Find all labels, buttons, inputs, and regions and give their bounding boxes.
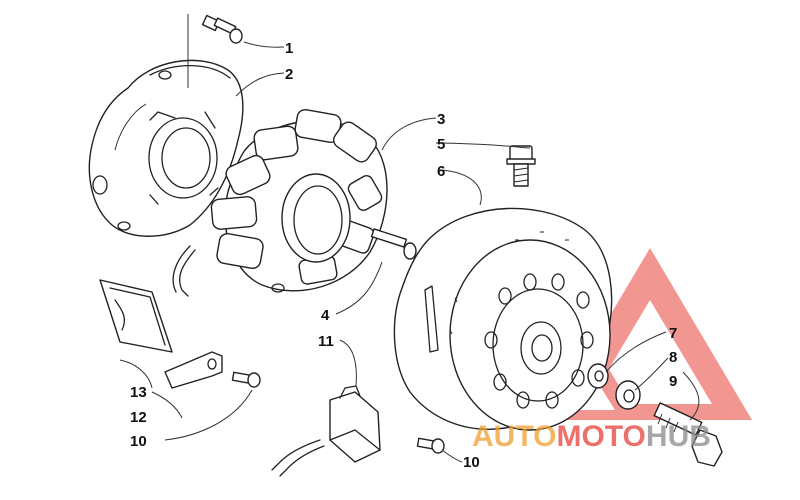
leader-lines [119,41,700,463]
callout-11: 11 [318,333,334,350]
callout-13: 13 [130,384,147,401]
callout-9: 9 [669,373,677,390]
washer-part-8 [615,380,641,410]
callout-1: 1 [285,40,293,57]
stator-wire [179,249,196,297]
bolt-part-1 [201,14,243,44]
pad-part-13 [99,279,173,353]
pickup-coil-part-11 [271,385,381,477]
callout-4: 4 [321,307,330,324]
callout-3: 3 [437,111,445,128]
bracket-part-12 [164,351,223,389]
bolt-part-4 [370,228,417,260]
flywheel-part [393,207,613,431]
stator-cover-part [88,59,244,237]
callout-6: 6 [437,163,445,180]
callout-5: 5 [437,136,445,153]
watermark-text-hub: HUB [646,420,711,453]
logo-triangle-inner [588,300,712,404]
callout-12: 12 [130,409,147,426]
watermark-text: AUTOMOTOHUB [472,420,711,453]
callout-10-right: 10 [463,454,480,471]
stator-coils [210,108,383,285]
screw-part-10-left [231,371,261,388]
bolt-part-9 [653,402,723,467]
watermark-text-moto: MOTO [556,420,645,453]
washer-part-7 [587,363,609,389]
screw-part-10-right [416,437,445,454]
flywheel-holes [484,273,594,409]
callout-8: 8 [669,349,677,366]
callout-labels: 1 2 3 4 5 6 7 8 9 10 10 11 12 13 [130,40,677,471]
watermark-text-auto: AUTO [472,420,556,453]
stator-part [172,108,388,297]
bolt-part-5 [506,145,536,187]
callout-7: 7 [669,325,677,342]
callout-2: 2 [285,66,293,83]
callout-10-left: 10 [130,433,147,450]
